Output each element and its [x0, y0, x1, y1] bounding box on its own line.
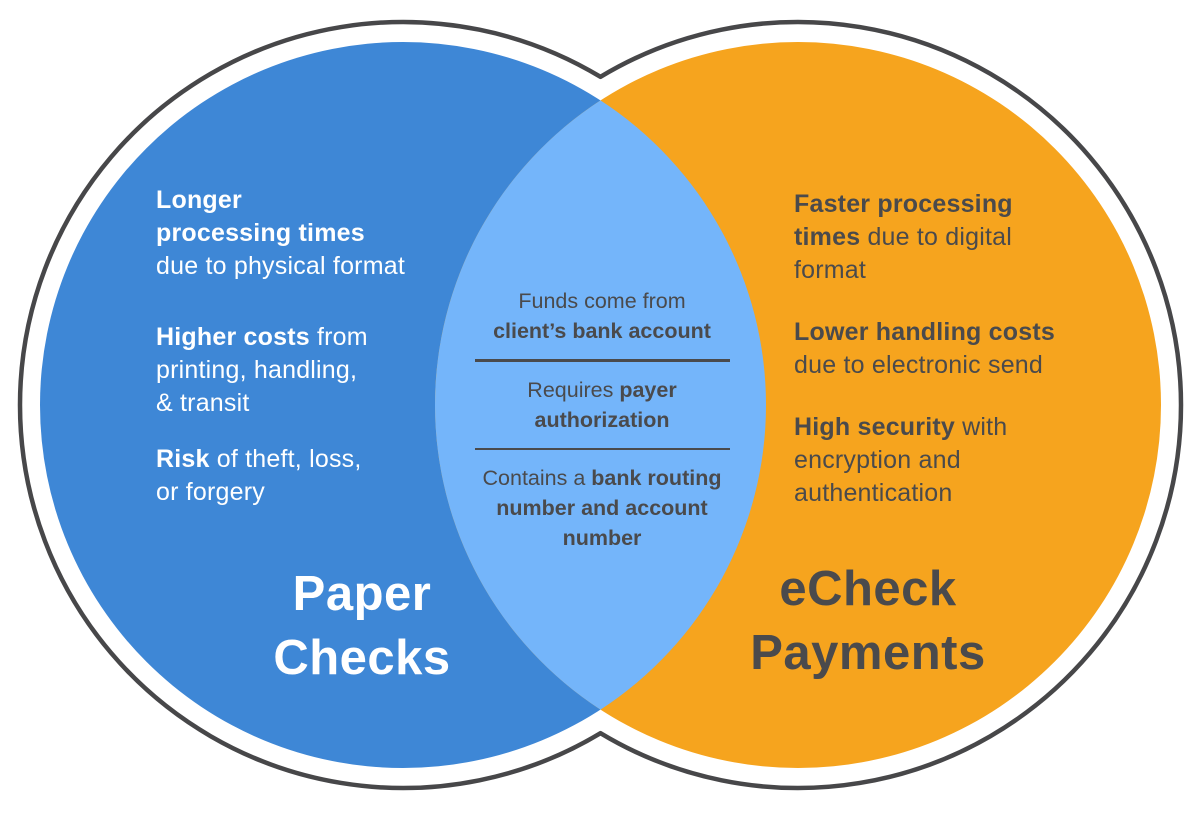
- divider: [474, 447, 730, 450]
- left-item-risk: Risk of theft, loss,or forgery: [156, 445, 362, 506]
- overlap-region: [434, 100, 767, 710]
- diagram-outline: [17, 19, 1184, 791]
- divider: [474, 359, 730, 362]
